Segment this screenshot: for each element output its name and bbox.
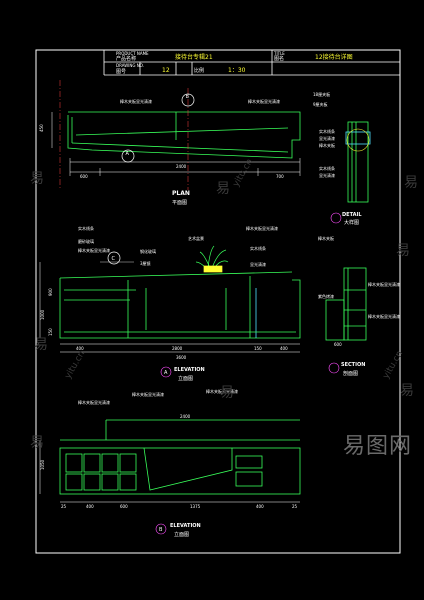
scale-value: 1：30 (228, 67, 246, 74)
section-title-cn: 剖面图 (343, 370, 358, 377)
note-n12: 艺术盆景 (188, 235, 204, 241)
section-marker (328, 362, 340, 374)
note-n22: 樟木夹板显光清漆 (368, 313, 400, 319)
note-n24: 樟木夹板显光清漆 (132, 391, 164, 397)
note-n14: 实木线条 (250, 245, 266, 251)
watermark-yi-2: 易 (404, 175, 418, 191)
elev-d-dim: 400 (280, 346, 288, 351)
e2-a-dim: 25 (61, 504, 67, 509)
detail-view (345, 121, 371, 203)
marker-c-text: C (112, 256, 116, 262)
elev2-title: ELEVATION (170, 523, 201, 529)
sec-width-dim: 600 (334, 342, 342, 347)
plan-total-dim: 2400 (176, 164, 187, 169)
e2-height-dim: 1050 (40, 459, 45, 470)
watermark-yi-7: 易 (400, 383, 414, 399)
e2-f-dim: 25 (292, 504, 298, 509)
plant-decoration (195, 245, 229, 273)
elev-b-dim: 2800 (172, 346, 183, 351)
watermark-yi-4: 易 (30, 435, 44, 451)
product-name-value: 接待台专辑21 (175, 53, 213, 61)
note-n25: 樟木夹板显光清漆 (206, 388, 238, 394)
note-n9: 磨砂玻璃 (78, 238, 94, 244)
note-n4: 实木线条 (319, 128, 335, 134)
note-n21: 樟木夹板显光清漆 (368, 281, 400, 287)
detail-callout-circle (346, 128, 370, 152)
drawing-no-label: DRAWING NO. (116, 63, 144, 68)
note-n17: 紫色烤漆 (318, 293, 334, 299)
elev-h1-dim: 1000 (40, 309, 45, 320)
e2-e-dim: 400 (256, 504, 264, 509)
note-n10: 3厘镜 (140, 260, 151, 266)
elevation-a-view (39, 261, 301, 353)
elev1-title: ELEVATION (174, 367, 205, 373)
e2-c-dim: 600 (120, 504, 128, 509)
drawing-no-cn: 图号 (116, 69, 126, 75)
drawing-no-value: 12 (162, 67, 170, 74)
scale-cn: 比例 (194, 67, 204, 74)
note-n1: 樟木夹板显光清漆 (120, 98, 152, 104)
plan-view (51, 80, 301, 190)
product-name-label: PRODUCT NAME (116, 51, 149, 56)
elevation-b-view (39, 419, 301, 503)
marker-a-text: A (126, 151, 130, 157)
elev-a-marker (160, 366, 172, 378)
note-n5: 显光清漆 (319, 135, 335, 141)
note-n7: 樟木夹板显光清漆 (248, 98, 280, 104)
detail-marker (330, 212, 342, 224)
watermark-yi-1: 易 (30, 171, 44, 187)
note-n6: 樟木夹板 (319, 142, 335, 148)
e2-total-dim: 2400 (180, 414, 191, 419)
brand-watermark: 易图网 (342, 434, 412, 459)
note-n15: 显光清漆 (250, 261, 266, 267)
title-block (103, 50, 400, 76)
plan-left-dim: 600 (80, 174, 88, 179)
plan-title-cn: 平面图 (172, 200, 187, 206)
note-n13: 钢化玻璃 (140, 248, 156, 254)
note-n20: 显光清漆 (319, 172, 335, 178)
plan-right-dim: 700 (276, 174, 284, 179)
e2-d-dim: 1375 (190, 504, 201, 509)
note-n19: 实木线条 (319, 165, 335, 171)
note-n11: 樟木夹板显光清漆 (78, 247, 110, 253)
title-label: TITLE (273, 51, 285, 56)
detail-title-cn: 大样图 (344, 219, 359, 226)
elev1-title-cn: 立面图 (178, 375, 193, 382)
elev-total-dim: 3600 (176, 355, 187, 360)
e2-b-dim: 400 (86, 504, 94, 509)
elev-b-marker (155, 523, 167, 535)
product-name-cn: 产品名称 (116, 55, 136, 62)
plan-title: PLAN (172, 190, 190, 197)
marker-b-circle (181, 93, 195, 107)
elev-h2-dim: 900 (48, 288, 53, 296)
marker-a-circle (121, 149, 135, 163)
note-n16: 樟木夹板 (318, 235, 334, 241)
note-n2: 18厘夹板 (313, 91, 330, 97)
note-n23: 樟木夹板显光清漆 (78, 399, 110, 405)
elev-c-dim: 150 (254, 346, 262, 351)
watermark-yi-8: 易 (34, 337, 48, 353)
note-n18: 樟木夹板显光清漆 (246, 225, 278, 231)
elev-a-dim: 400 (76, 346, 84, 351)
elev2-title-cn: 立面图 (174, 531, 189, 538)
plan-depth-dim: 450 (39, 124, 44, 132)
title-cn: 图名 (274, 55, 284, 62)
elev-b-marker-text: B (159, 527, 163, 533)
elev-a-marker-text: A (164, 370, 168, 376)
section-view (325, 267, 367, 341)
watermark-yi-5: 易 (396, 243, 410, 259)
title-value: 12接待台详图 (315, 53, 353, 61)
detail-title: DETAIL (342, 212, 362, 218)
marker-c-circle (107, 251, 121, 265)
sheet-frame (35, 49, 401, 554)
elev-h3-dim: 150 (48, 328, 53, 336)
watermark-yi-6: 易 (220, 385, 234, 401)
marker-b-text: B (186, 94, 190, 100)
note-n3: 9厘夹板 (313, 101, 328, 107)
note-n8: 实木线条 (78, 225, 94, 231)
section-title: SECTION (341, 362, 365, 368)
watermark-yi-3: 易 (216, 181, 230, 197)
